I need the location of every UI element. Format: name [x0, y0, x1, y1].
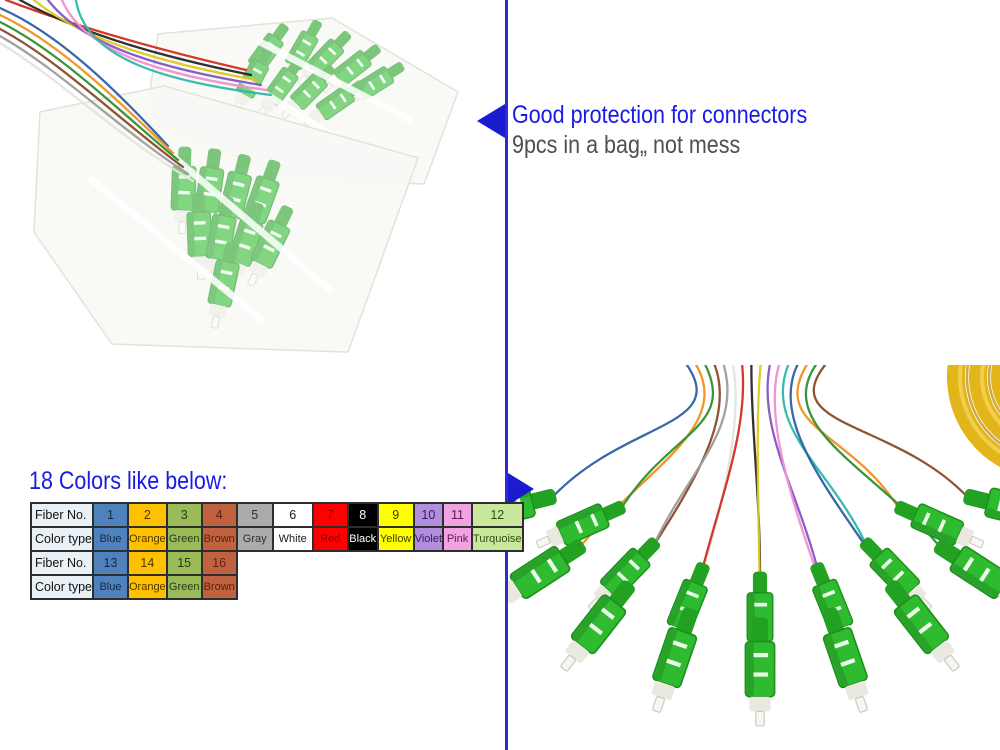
color-type-row-label: Color type	[30, 526, 94, 552]
color-name-cell-3: Green	[165, 526, 203, 552]
fiber-no-cell-10: 10	[412, 502, 445, 528]
color-name-cell-11: Pink	[442, 526, 474, 552]
color-name-cell-6: White	[271, 526, 314, 552]
color-name-cell-14: Orange	[126, 574, 168, 600]
caption-protection-title: Good protection for connectors	[512, 101, 808, 129]
color-name-cell-2: Orange	[126, 526, 168, 552]
color-name-cell-4: Brown	[200, 526, 238, 552]
fiber-no-cell-16: 16	[200, 550, 238, 576]
fiber-no-cell-3: 3	[165, 502, 203, 528]
color-name-cell-8: Black	[346, 526, 379, 552]
fiber-no-cell-9: 9	[376, 502, 415, 528]
fiber-no-cell-13: 13	[91, 550, 129, 576]
color-type-row-label: Color type	[30, 574, 94, 600]
caption-bag-subtitle: 9pcs in a bag„ not mess	[512, 131, 741, 159]
fiber-no-cell-12: 12	[471, 502, 524, 528]
fiber-no-cell-8: 8	[346, 502, 379, 528]
color-name-cell-13: Blue	[91, 574, 129, 600]
colors-heading: 18 Colors like below:	[29, 467, 228, 495]
fiber-no-cell-1: 1	[91, 502, 129, 528]
fiber-no-row-label: Fiber No.	[30, 502, 94, 528]
color-name-cell-16: Brown	[200, 574, 238, 600]
fiber-no-cell-6: 6	[271, 502, 314, 528]
color-name-cell-12: Turquoise	[471, 526, 524, 552]
top-caption: Good protection for connectors 9pcs in a…	[512, 100, 855, 160]
fiber-no-cell-11: 11	[442, 502, 474, 528]
photo-connectors-in-bags	[0, 0, 475, 382]
color-name-cell-5: Gray	[235, 526, 274, 552]
vertical-divider-line	[505, 0, 508, 750]
color-name-cell-10: Violet	[412, 526, 445, 552]
fiber-no-row-label: Fiber No.	[30, 550, 94, 576]
right-arrow-icon	[508, 473, 534, 505]
color-name-cell-7: Red	[311, 526, 349, 552]
color-name-cell-15: Green	[165, 574, 203, 600]
fiber-no-cell-2: 2	[126, 502, 168, 528]
fiber-no-cell-7: 7	[311, 502, 349, 528]
fiber-no-cell-15: 15	[165, 550, 203, 576]
fiber-no-cell-14: 14	[126, 550, 168, 576]
fiber-no-cell-5: 5	[235, 502, 274, 528]
left-arrow-icon	[477, 104, 505, 138]
fiber-no-cell-4: 4	[200, 502, 238, 528]
color-name-cell-1: Blue	[91, 526, 129, 552]
photo-pigtail-fan	[505, 365, 1000, 750]
color-name-cell-9: Yellow	[376, 526, 415, 552]
